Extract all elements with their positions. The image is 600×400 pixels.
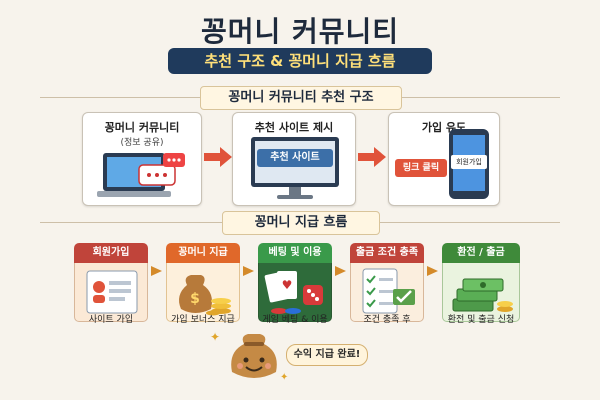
join-invite-card: 가입 유도 회원가입 링크 클릭 — [388, 112, 500, 206]
sparkle-icon: ✦ — [210, 330, 221, 344]
arrow-right-icon — [204, 147, 232, 167]
recommend-site-card: 추천 사이트 제시 추천 사이트 — [232, 112, 356, 206]
laptop-chat-icon — [97, 153, 185, 197]
flow-step-betting: 베팅 및 이용 ♥ — [258, 243, 332, 322]
money-bag-icon: $ — [179, 275, 231, 316]
flow-step-signup: 회원가입 — [74, 243, 148, 322]
subtitle-banner: 추천 구조 & 꽁머니 지급 흐름 — [168, 48, 432, 74]
flow-step-caption: 가입 보너스 지급 — [171, 315, 235, 325]
phone-signup-label: 회원가입 — [451, 155, 487, 169]
arrow-right-icon — [427, 266, 438, 276]
sparkle-icon: ✦ — [280, 372, 289, 383]
arrow-right-icon — [358, 147, 386, 167]
checklist-icon — [362, 268, 415, 314]
flow-step-caption: 환전 및 출금 신청 — [447, 315, 515, 325]
arrow-right-icon — [243, 266, 254, 276]
flow-step-exchange: 환전 / 출금 — [442, 243, 520, 322]
svg-text:♥: ♥ — [282, 278, 293, 292]
cards-dice-icon: ♥ — [264, 271, 323, 314]
flow-step-head: 꽁머니 지급 — [166, 243, 240, 263]
community-card: 꽁머니 커뮤니티 (정보 공유) — [82, 112, 202, 206]
flow-step-head: 회원가입 — [74, 243, 148, 263]
arrow-right-icon — [151, 266, 162, 276]
page-title: 꽁머니 커뮤니티 — [200, 15, 400, 48]
result-speech-bubble: 수익 지급 완료! — [286, 344, 368, 366]
monitor-icon — [251, 137, 339, 199]
flow-step-withdraw-condition: 출금 조건 충족 — [350, 243, 424, 322]
flow-step-caption: 사이트 가입 — [88, 315, 134, 325]
flow-section-heading: 꽁머니 지급 흐름 — [222, 211, 380, 235]
cash-stack-icon — [452, 278, 513, 312]
flow-step-head: 환전 / 출금 — [442, 243, 520, 263]
flow-step-bonus: 꽁머니 지급 $ — [166, 243, 240, 322]
happy-money-bag-icon — [231, 334, 277, 378]
flow-step-caption: 게임 베팅 & 이용 — [262, 315, 328, 325]
signup-form-icon — [86, 270, 138, 314]
link-click-badge: 링크 클릭 — [395, 159, 447, 177]
recommend-section-heading: 꽁머니 커뮤니티 추천 구조 — [200, 86, 402, 110]
flow-step-head: 베팅 및 이용 — [258, 243, 332, 263]
flow-step-caption: 조건 충족 후 — [363, 315, 411, 325]
community-card-sub: (정보 공유) — [120, 138, 164, 148]
recommend-site-card-title: 추천 사이트 제시 — [254, 121, 334, 134]
recommend-site-screen-label: 추천 사이트 — [257, 149, 333, 167]
flow-step-head: 출금 조건 충족 — [350, 243, 424, 263]
arrow-right-icon — [335, 266, 346, 276]
svg-text:$: $ — [190, 291, 200, 307]
community-card-title: 꽁머니 커뮤니티 — [104, 121, 180, 134]
